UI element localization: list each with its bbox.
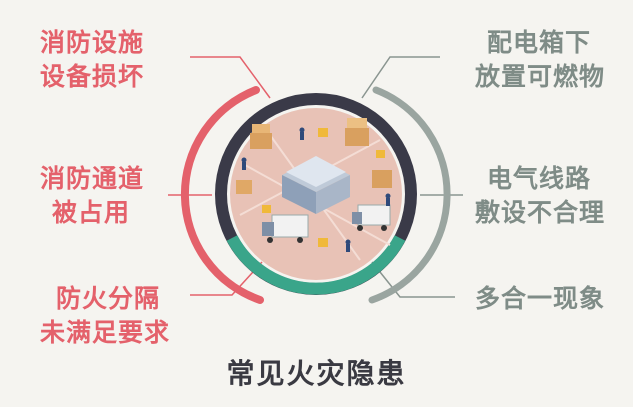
hazard-label-right-2: 电气线路 敷设不合理 xyxy=(475,162,605,230)
connector-right-3 xyxy=(371,261,455,298)
hazard-label-right-1-line1: 配电箱下 xyxy=(486,28,591,57)
truck-left xyxy=(262,214,309,243)
hazard-label-left-1: 消防设施 设备损坏 xyxy=(40,26,144,94)
ring-green-segment xyxy=(226,235,406,295)
hazard-label-right-3: 多合一现象 xyxy=(475,282,605,316)
outer-arc-right xyxy=(368,86,451,304)
hazard-label-right-1-line2: 放置可燃物 xyxy=(474,62,605,91)
connector-right-1 xyxy=(361,56,440,99)
hazard-label-left-2-line2: 被占用 xyxy=(52,198,131,227)
connector-left-1 xyxy=(190,56,271,99)
hazard-label-left-3-line1: 防火分隔 xyxy=(56,284,161,313)
hazard-label-left-1-line1: 消防设施 xyxy=(40,28,145,57)
hazard-label-right-3-line1: 多合一现象 xyxy=(474,284,605,313)
hazard-label-left-3-line2: 未满足要求 xyxy=(40,318,171,347)
hazard-label-right-2-line2: 敷设不合理 xyxy=(474,198,605,227)
hazard-label-right-1: 配电箱下 放置可燃物 xyxy=(475,26,605,94)
hazard-label-left-1-line2: 设备损坏 xyxy=(40,62,145,91)
truck-right xyxy=(352,204,391,231)
outer-arc-left xyxy=(180,86,264,304)
hazard-label-left-3: 防火分隔 未满足要求 xyxy=(40,282,170,350)
hazard-label-right-2-line1: 电气线路 xyxy=(486,164,591,193)
forklifts xyxy=(262,128,385,247)
workers xyxy=(241,127,391,252)
connector-left-3 xyxy=(190,261,263,296)
storage-shelves xyxy=(236,118,392,194)
hazard-label-left-2-line1: 消防通道 xyxy=(40,164,145,193)
hazard-label-left-2: 消防通道 被占用 xyxy=(40,162,144,230)
warehouse-building xyxy=(282,156,350,214)
diagram-title: 常见火灾隐患 xyxy=(226,357,407,390)
